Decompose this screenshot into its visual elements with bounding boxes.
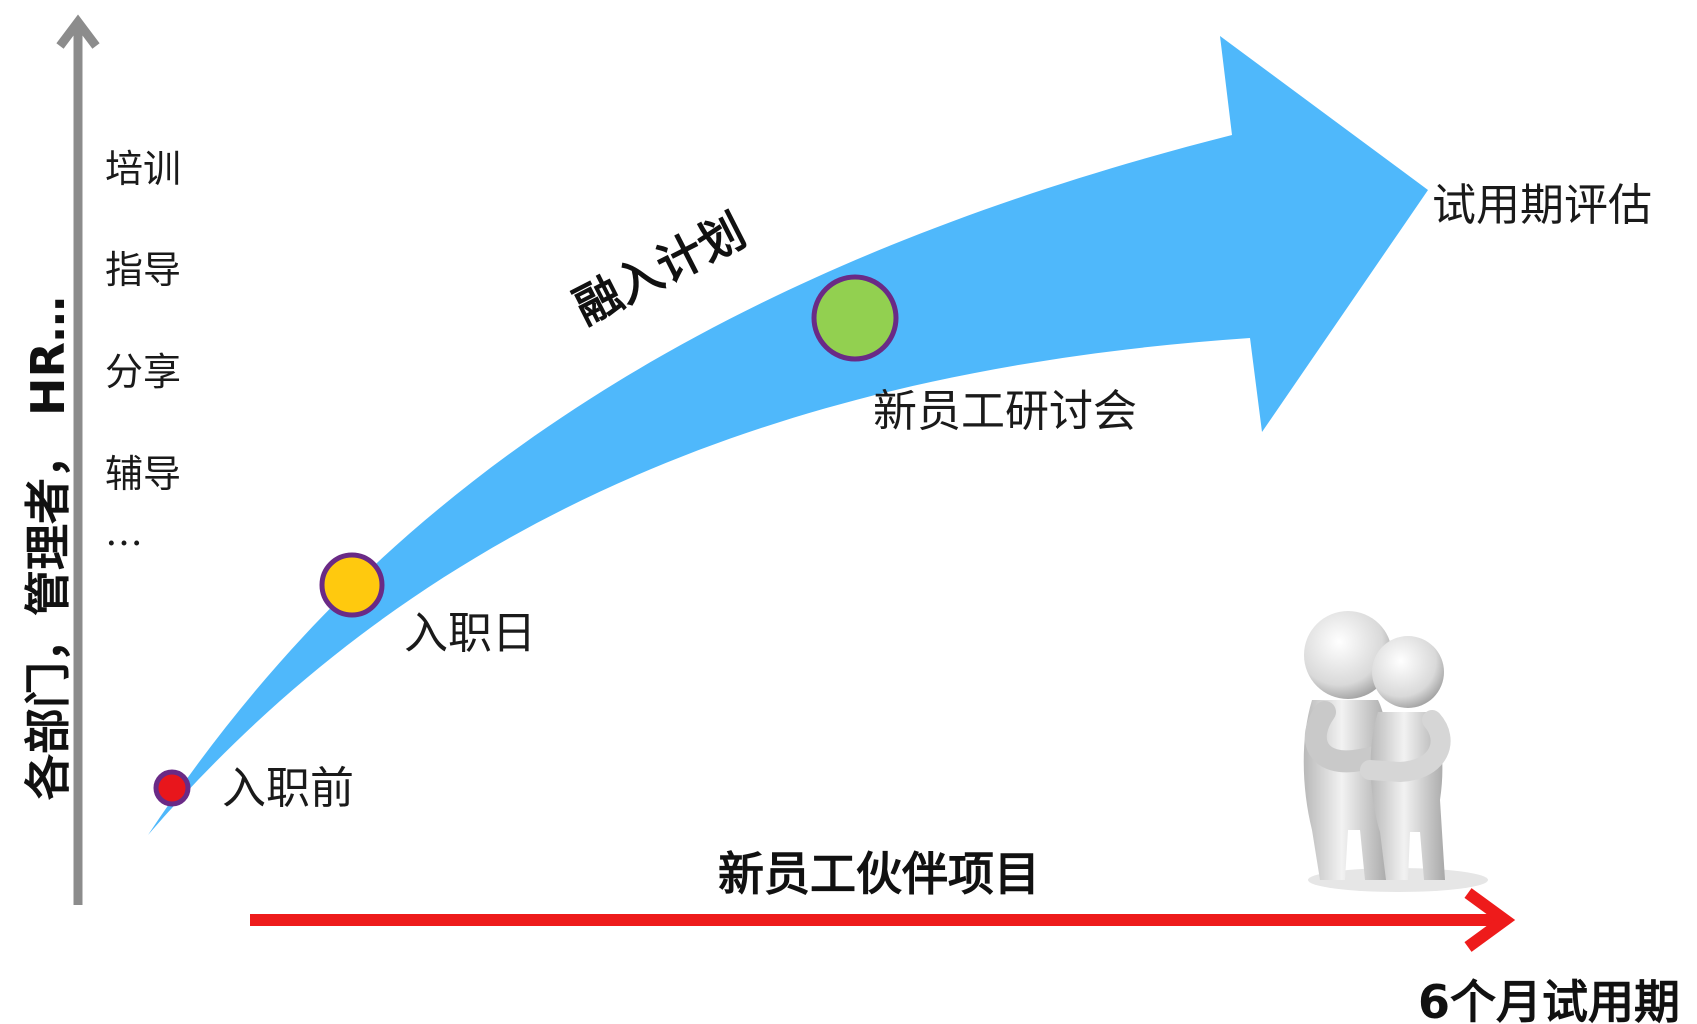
milestone-label: 新员工研讨会 — [873, 386, 1137, 437]
activity-guidance: 指导 — [105, 248, 181, 292]
milestone-label: 入职日 — [404, 608, 536, 659]
milestone-marker — [319, 552, 385, 618]
activity-sharing: 分享 — [105, 350, 181, 394]
milestone-marker — [153, 769, 191, 807]
timeline-arrow — [250, 888, 1516, 952]
milestone-marker — [811, 274, 899, 362]
milestone-onboarding-day: 入职日 — [319, 552, 536, 659]
partner-program-label: 新员工伙伴项目 — [718, 847, 1040, 901]
activity-coaching: 辅导 — [105, 452, 181, 496]
probation-evaluation-label: 试用期评估 — [1432, 180, 1652, 231]
activities-list: 培训 指导 分享 辅导 … — [105, 147, 181, 554]
milestone-label: 入职前 — [222, 763, 354, 814]
y-axis-label: 各部门，管理者， HR… — [21, 296, 75, 800]
integration-arrow-shape — [148, 36, 1428, 835]
activity-more: … — [105, 510, 143, 554]
activity-training: 培训 — [105, 147, 181, 191]
timeline-label: 6个月试用期 — [1418, 975, 1680, 1024]
milestone-pre-onboarding: 入职前 — [153, 763, 354, 814]
y-axis-arrow — [56, 14, 100, 905]
integration-plan-label: 融入计划 — [565, 203, 753, 335]
hugging-figures-icon — [1303, 611, 1488, 892]
milestone-seminar: 新员工研讨会 — [811, 274, 1137, 437]
